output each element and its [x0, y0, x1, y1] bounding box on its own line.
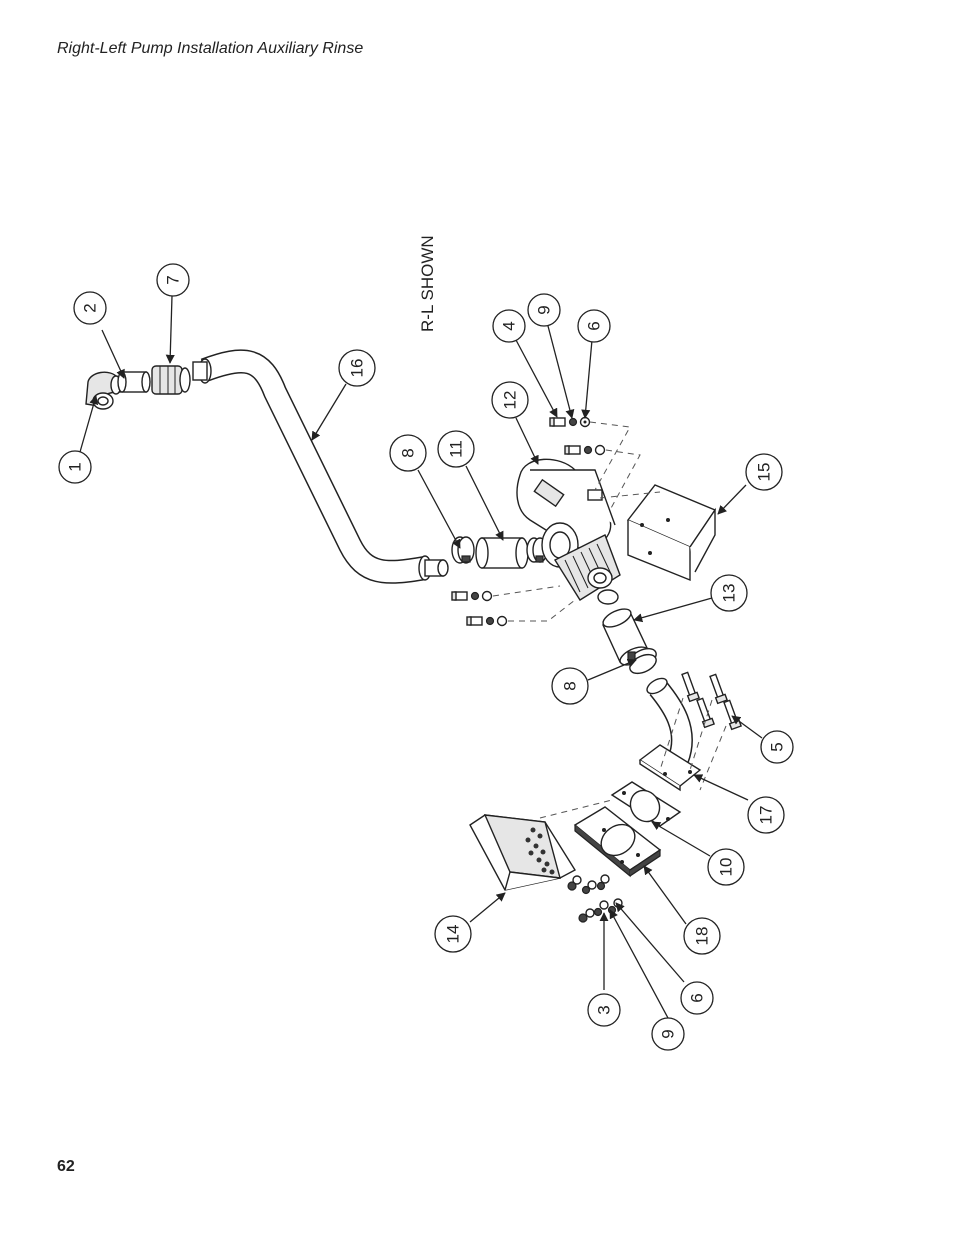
elbow-hose-lower — [646, 677, 693, 765]
svg-text:4: 4 — [500, 321, 519, 330]
callout-9-lower: 9 — [651, 1017, 685, 1051]
page-header: Right-Left Pump Installation Auxiliary R… — [57, 40, 364, 57]
callout-16: 16 — [338, 349, 376, 387]
nut-set-lower — [567, 874, 623, 923]
svg-text:15: 15 — [755, 463, 774, 482]
callout-13: 13 — [710, 574, 748, 612]
callout-3: 3 — [587, 993, 621, 1027]
callout-8-lower: 8 — [551, 667, 589, 705]
strainer-basket-14 — [469, 814, 576, 891]
callout-10: 10 — [707, 848, 745, 886]
callout-18: 18 — [683, 917, 721, 955]
callout-6-upper: 6 — [577, 309, 611, 343]
svg-text:6: 6 — [688, 993, 707, 1002]
bracket-15 — [626, 484, 717, 582]
orientation-label: R-L SHOWN — [418, 235, 437, 332]
svg-text:10: 10 — [717, 858, 736, 877]
pump-motor-12 — [516, 458, 621, 605]
leader-lines — [79, 295, 763, 1019]
callout-1: 1 — [58, 450, 92, 484]
flange-17 — [638, 744, 702, 792]
svg-text:6: 6 — [585, 321, 604, 330]
callout-2: 2 — [73, 291, 107, 325]
union-7 — [151, 365, 191, 395]
svg-text:3: 3 — [595, 1005, 614, 1014]
basket-mesh — [525, 827, 555, 875]
svg-text:8: 8 — [561, 681, 580, 690]
svg-text:7: 7 — [164, 275, 183, 284]
svg-text:2: 2 — [81, 303, 100, 312]
hose-clamp-8-upper — [451, 536, 475, 564]
callout-5: 5 — [760, 730, 794, 764]
callout-12: 12 — [491, 381, 529, 419]
callout-11: 11 — [437, 430, 475, 468]
callout-9-upper: 9 — [527, 293, 561, 327]
callout-17: 17 — [747, 796, 785, 834]
callout-7: 7 — [156, 263, 190, 297]
plate-18 — [539, 799, 662, 878]
svg-text:16: 16 — [348, 359, 367, 378]
page-number: 62 — [57, 1158, 75, 1175]
callout-6-lower: 6 — [680, 981, 714, 1015]
callout-14: 14 — [434, 915, 472, 953]
callout-15: 15 — [745, 453, 783, 491]
bolt-set-left — [451, 585, 576, 627]
svg-text:13: 13 — [720, 584, 739, 603]
svg-text:17: 17 — [757, 806, 776, 825]
screws-5 — [659, 671, 743, 791]
sleeve-11 — [475, 537, 529, 569]
svg-text:9: 9 — [535, 305, 554, 314]
svg-text:8: 8 — [399, 448, 418, 457]
svg-text:18: 18 — [693, 927, 712, 946]
hose-16 — [192, 349, 449, 584]
gasket-10 — [610, 781, 682, 827]
svg-text:1: 1 — [66, 462, 85, 471]
elbow-fitting-1 — [85, 371, 122, 410]
svg-text:14: 14 — [444, 925, 463, 944]
svg-text:12: 12 — [501, 391, 520, 410]
callout-4: 4 — [492, 309, 526, 343]
svg-text:5: 5 — [768, 742, 787, 751]
bolt-set-upper — [549, 416, 661, 511]
svg-text:9: 9 — [659, 1029, 678, 1038]
callout-8-upper: 8 — [389, 434, 427, 472]
svg-text:11: 11 — [447, 440, 466, 458]
